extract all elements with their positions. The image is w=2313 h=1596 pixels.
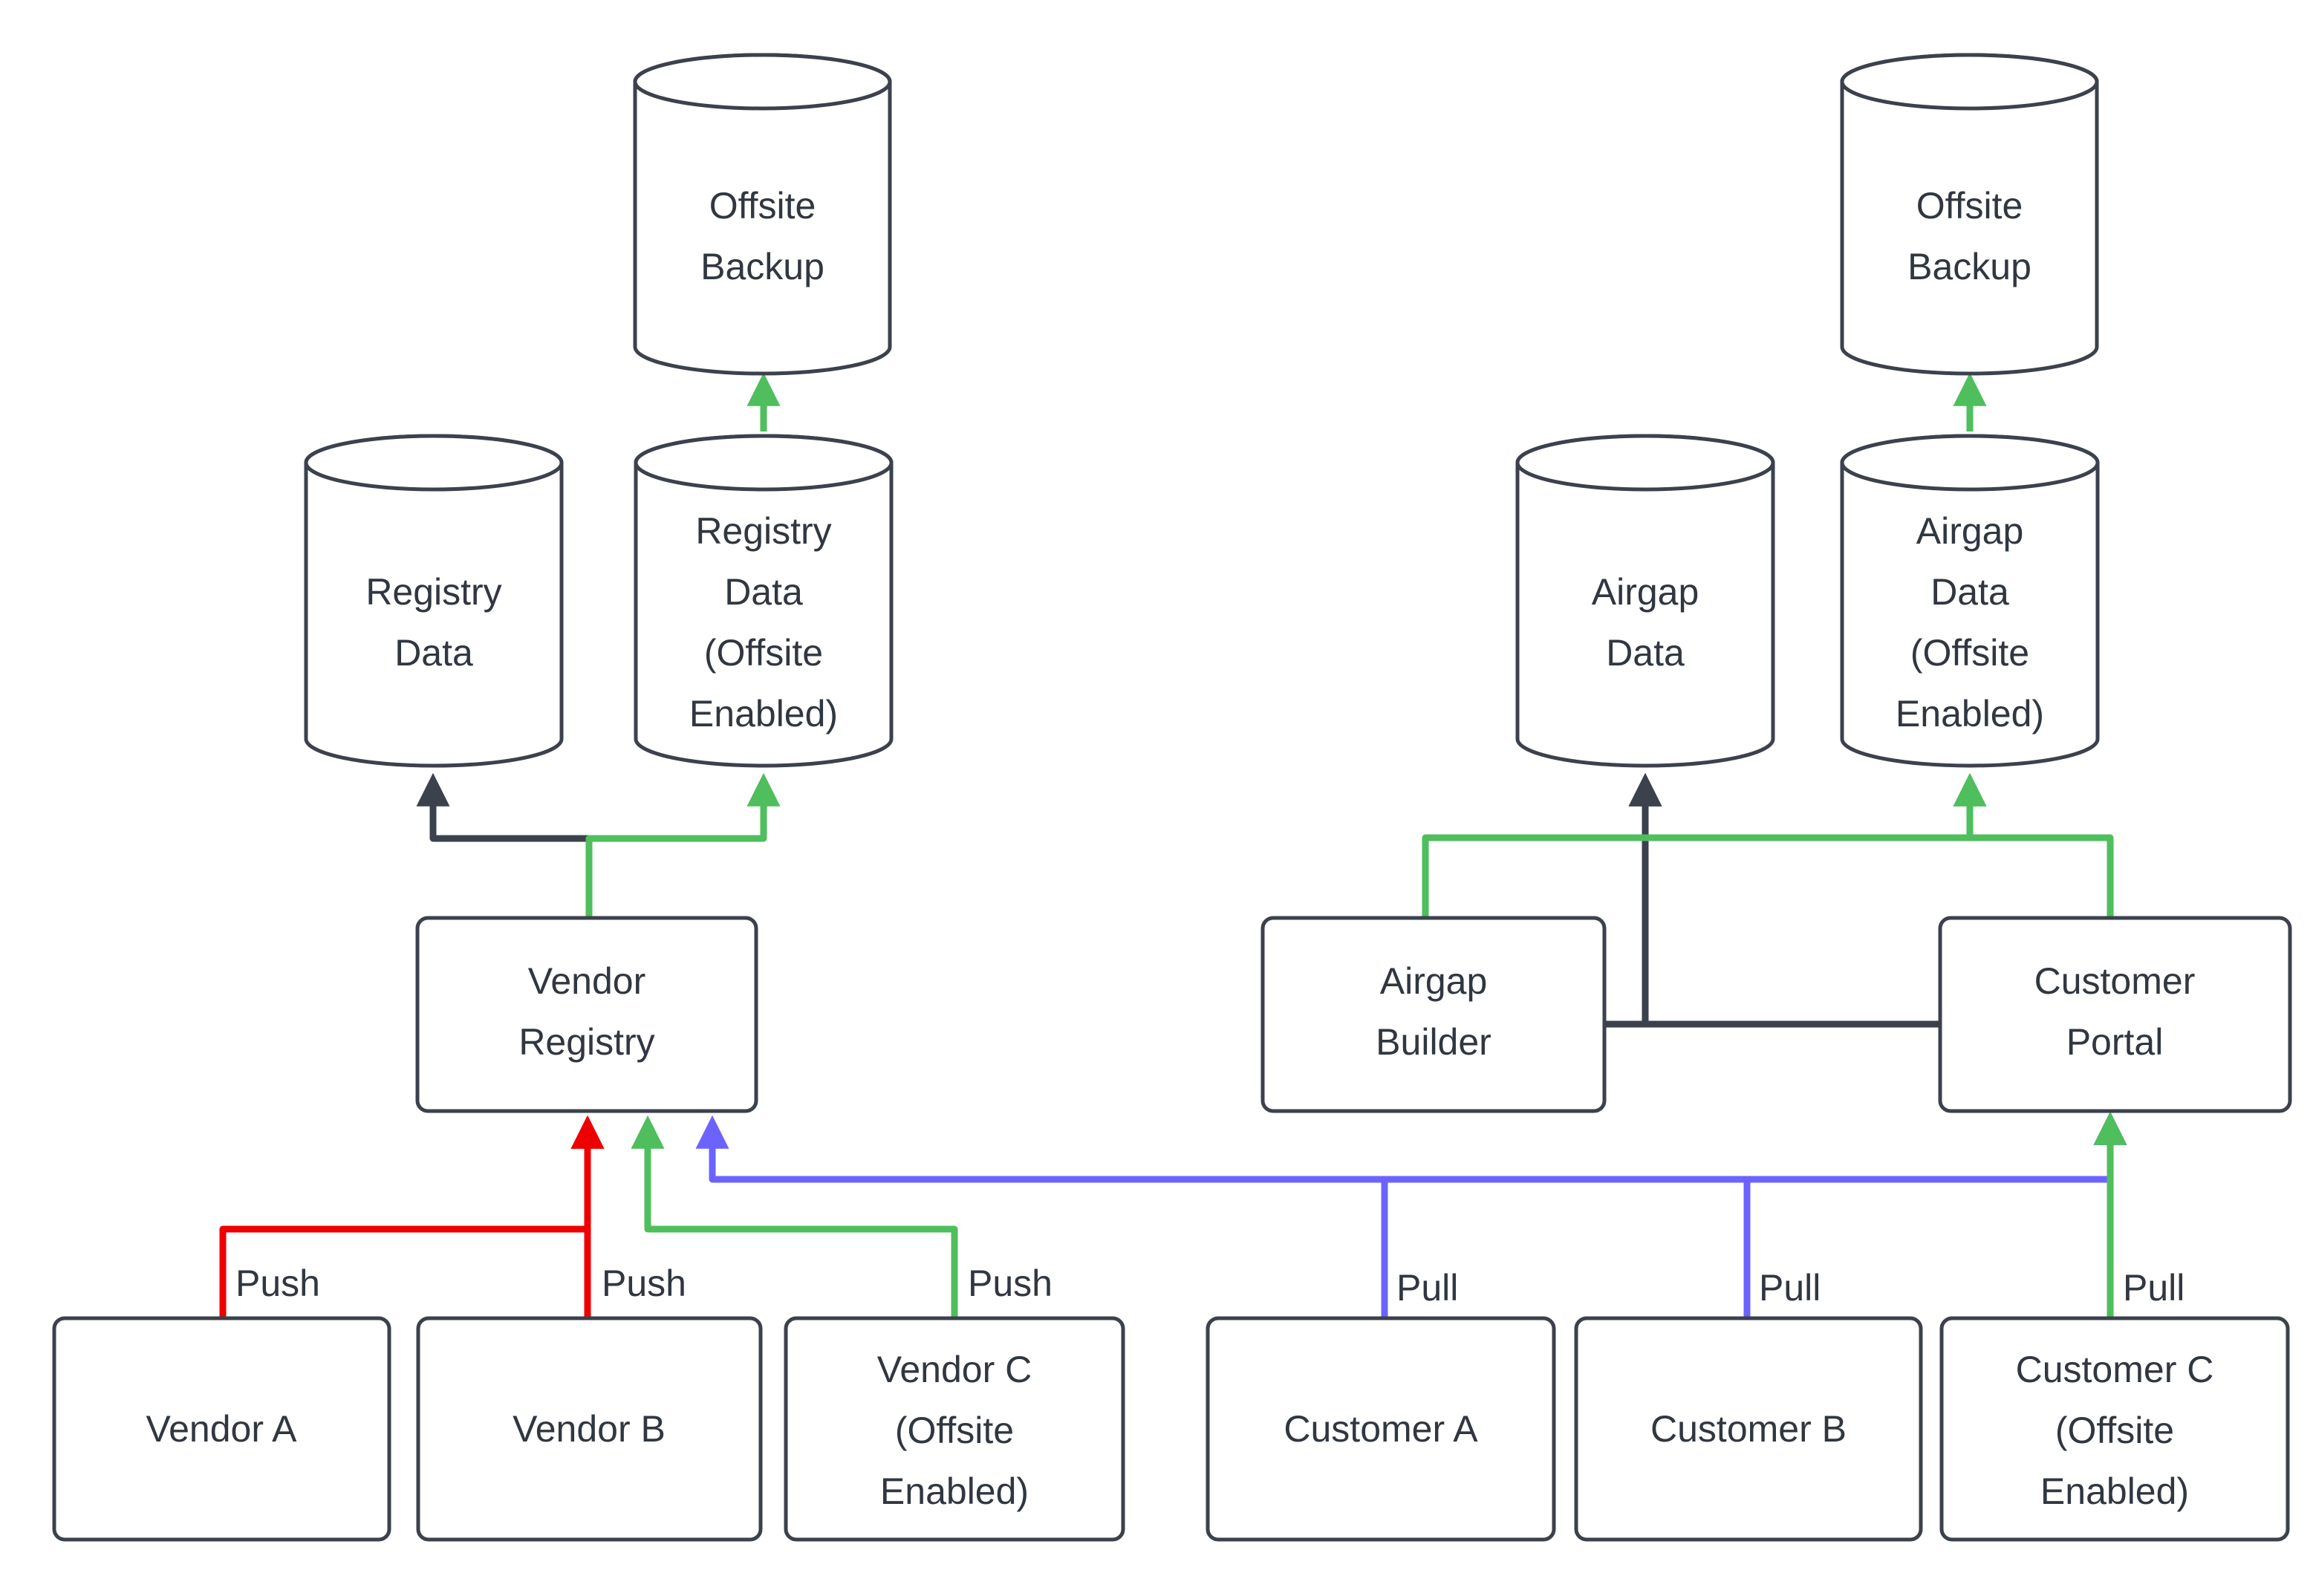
node-label: (Offsite [2055, 1410, 2174, 1451]
edge-label-customer-a-pull: Pull [1396, 1267, 1458, 1309]
node-label: Airgap [1916, 510, 2024, 552]
node-label: Offsite [709, 185, 816, 227]
node-label: Vendor C [877, 1349, 1032, 1390]
node-label: (Offsite [1910, 632, 2029, 674]
edge-vendor-registry-to-registry-offsite [585, 772, 781, 918]
node-airgap-builder[interactable]: Airgap Builder [1260, 916, 1607, 1113]
node-label: Backup [1907, 246, 2031, 287]
node-label: Vendor B [513, 1408, 666, 1450]
node-label: Vendor [528, 960, 645, 1002]
node-label: Registry [365, 571, 501, 613]
node-vendor-b[interactable]: Vendor B [416, 1316, 763, 1542]
node-label: Customer A [1284, 1408, 1478, 1450]
node-customer-c[interactable]: Customer C (Offsite Enabled) [1939, 1316, 2290, 1542]
node-label: Data [394, 632, 473, 674]
node-label: Data [724, 571, 803, 613]
node-airgap-data-offsite[interactable]: Airgap Data (Offsite Enabled) [1840, 434, 2100, 768]
node-label: Offsite [1916, 185, 2023, 227]
node-airgap-data[interactable]: Airgap Data [1515, 434, 1775, 768]
node-label: Builder [1376, 1021, 1491, 1063]
node-label: Customer C [2016, 1349, 2214, 1390]
node-registry-data-offsite[interactable]: Registry Data (Offsite Enabled) [634, 434, 894, 768]
edge-label-vendor-b-push: Push [602, 1263, 686, 1304]
node-label: Registry [695, 510, 831, 552]
node-label: Customer [2034, 960, 2196, 1002]
node-label: Enabled) [2040, 1470, 2189, 1512]
node-label: Data [1930, 571, 2009, 613]
edge-label-vendor-c-push: Push [968, 1263, 1053, 1304]
node-offsite-backup-right[interactable]: Offsite Backup [1840, 53, 2099, 376]
node-label: Portal [2066, 1021, 2164, 1063]
node-label: Airgap [1380, 960, 1488, 1002]
node-label: (Offsite [704, 632, 823, 674]
edge-label-customer-b-pull: Pull [1759, 1267, 1821, 1309]
node-registry-data[interactable]: Registry Data [304, 434, 564, 768]
node-vendor-registry[interactable]: Vendor Registry [415, 916, 758, 1113]
edge-vendor-c-push [631, 1115, 958, 1318]
node-label: Airgap [1592, 571, 1699, 613]
node-customer-a[interactable]: Customer A [1206, 1316, 1556, 1542]
node-label: Backup [700, 246, 824, 287]
node-offsite-backup-left[interactable]: Offsite Backup [633, 53, 892, 376]
node-label: Customer B [1650, 1408, 1847, 1450]
node-vendor-a[interactable]: Vendor A [52, 1316, 391, 1542]
edge-airgap-builder-to-airgap-offsite [1422, 772, 1987, 918]
node-label: Data [1606, 632, 1685, 674]
edge-airgap-builder-to-airgap-data [1604, 772, 1662, 1028]
node-customer-b[interactable]: Customer B [1574, 1316, 1923, 1542]
edge-vendor-registry-to-registry-data [416, 772, 593, 918]
edge-customer-portal-to-airgap-data [1628, 772, 1940, 1028]
edge-customer-portal-to-vendor-registry [695, 1115, 2114, 1183]
edge-label-customer-c-pull: Pull [2123, 1267, 2184, 1309]
node-label: Enabled) [880, 1470, 1029, 1512]
node-label: Enabled) [689, 693, 838, 735]
edge-customer-portal-to-airgap-offsite [1953, 772, 2114, 918]
edge-label-vendor-a-push: Push [235, 1263, 320, 1304]
node-label: Registry [518, 1021, 654, 1063]
node-label: Enabled) [1896, 693, 2044, 735]
node-customer-portal[interactable]: Customer Portal [1938, 916, 2292, 1113]
node-vendor-c[interactable]: Vendor C (Offsite Enabled) [784, 1316, 1125, 1542]
node-label: (Offsite [895, 1410, 1014, 1451]
node-label: Vendor A [146, 1408, 298, 1450]
